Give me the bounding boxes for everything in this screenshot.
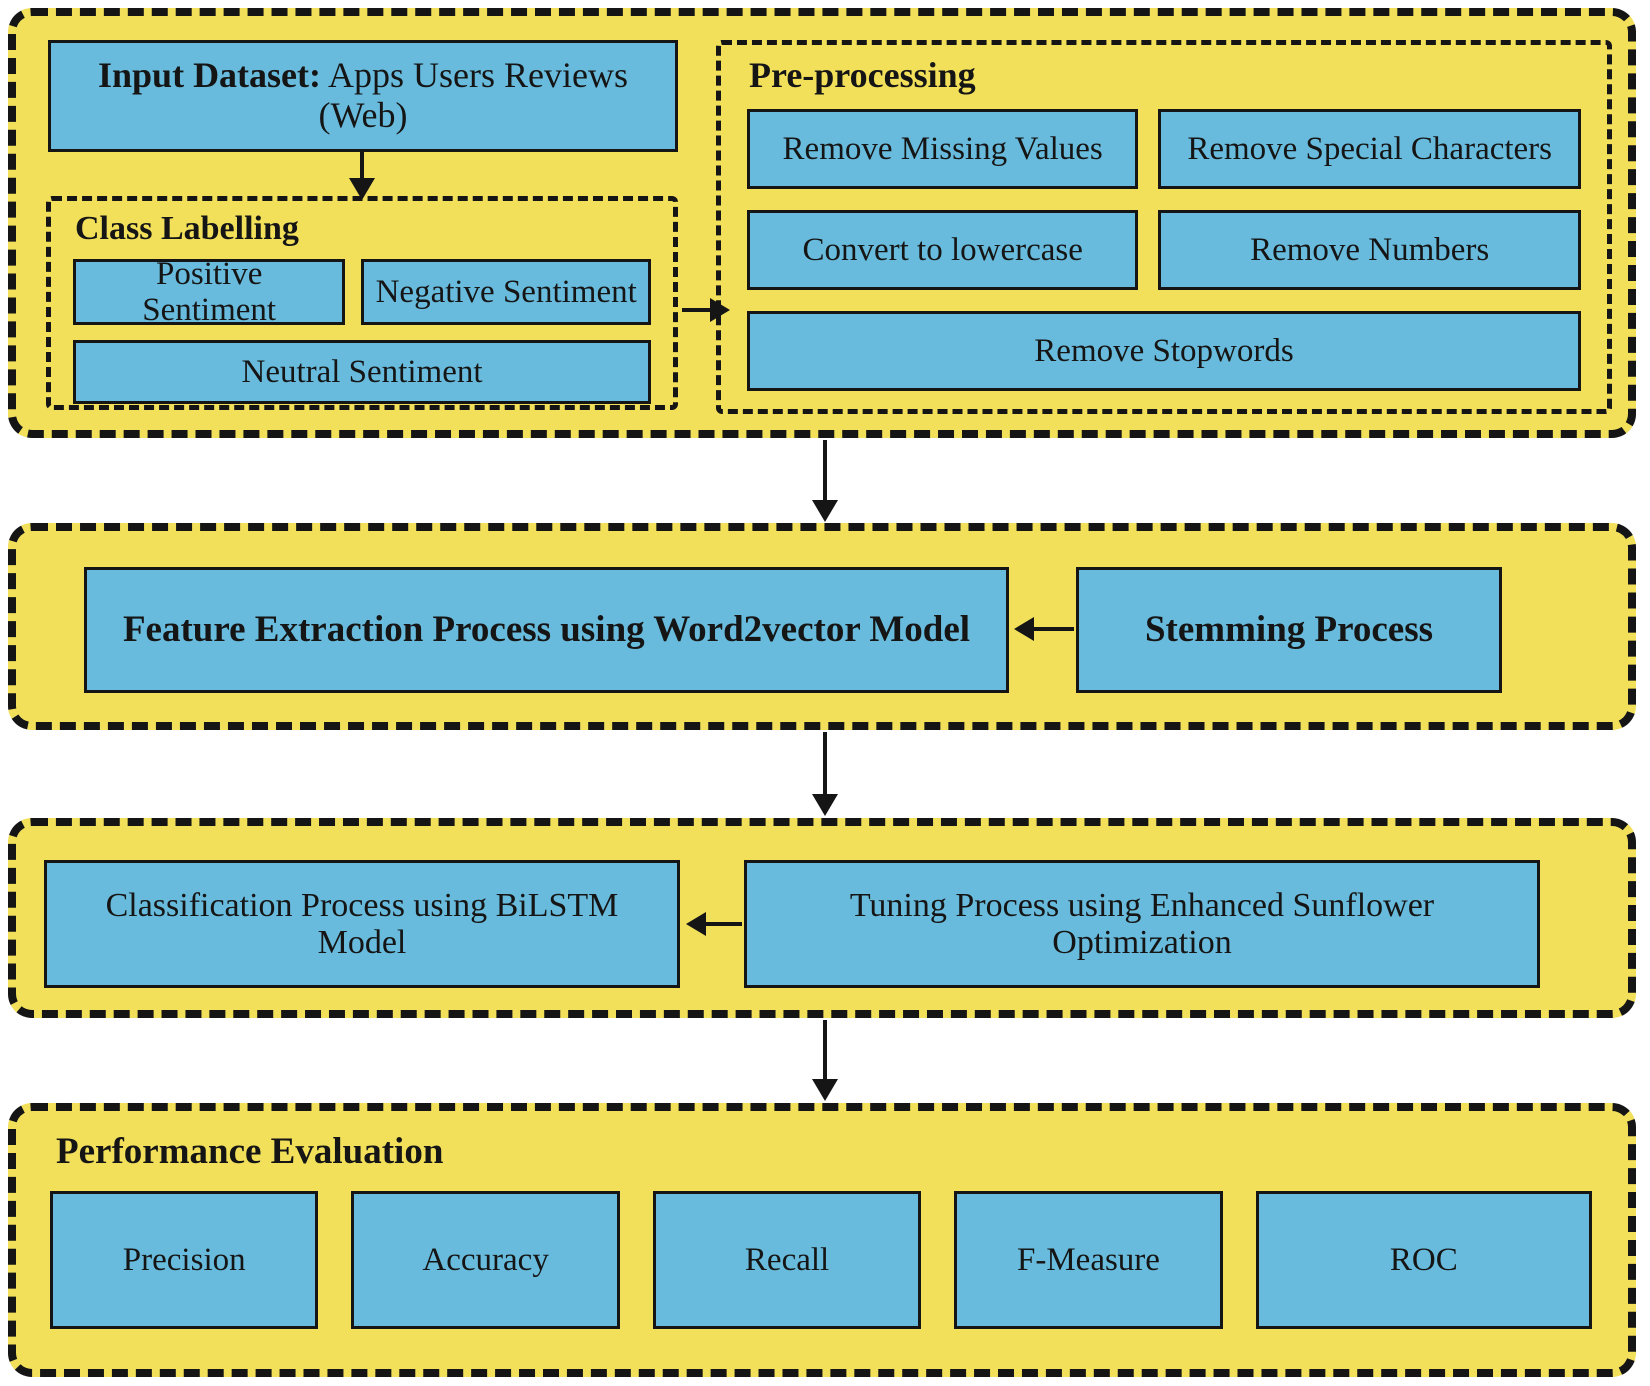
down-arrow-stage1-to-stage2 <box>823 440 827 502</box>
remove-stopwords-box: Remove Stopwords <box>747 311 1581 391</box>
stage-classification: Classification Process using BiLSTM Mode… <box>8 818 1636 1018</box>
class-labelling-title: Class Labelling <box>75 210 299 247</box>
down-arrow-stage2-to-stage3 <box>823 732 827 796</box>
down-arrow-stage3-to-stage4 <box>823 1020 827 1081</box>
feature-extraction-box: Feature Extraction Process using Word2ve… <box>84 567 1009 693</box>
performance-evaluation-title: Performance Evaluation <box>56 1131 444 1172</box>
stemming-process-box: Stemming Process <box>1076 567 1502 693</box>
accuracy-box: Accuracy <box>351 1191 620 1329</box>
negative-sentiment-box: Negative Sentiment <box>361 259 651 325</box>
recall-box: Recall <box>652 1191 922 1329</box>
preprocessing-panel: Pre-processing Remove Missing Values Rem… <box>716 40 1612 414</box>
right-arrow-labelling-to-preprocessing <box>682 308 710 312</box>
remove-special-characters-box: Remove Special Characters <box>1158 109 1581 189</box>
preprocessing-grid: Remove Missing Values Remove Special Cha… <box>747 109 1581 391</box>
stage-performance-evaluation: Performance Evaluation Precision Accurac… <box>8 1103 1636 1377</box>
positive-sentiment-box: Positive Sentiment <box>73 256 346 328</box>
stage-data-preparation: Input Dataset: Apps Users Reviews (Web) … <box>8 8 1636 438</box>
left-arrow-tuning-to-classification <box>706 922 742 926</box>
input-dataset-label-rest: Apps Users Reviews (Web) <box>318 55 628 135</box>
precision-box: Precision <box>50 1191 319 1329</box>
class-labelling-row-1: Positive Sentiment Negative Sentiment <box>73 256 651 328</box>
metrics-row: Precision Accuracy Recall F-Measure ROC <box>50 1191 1592 1329</box>
stage-feature-extraction: Feature Extraction Process using Word2ve… <box>8 523 1636 730</box>
tuning-process-box: Tuning Process using Enhanced Sunflower … <box>744 860 1540 988</box>
preprocessing-title: Pre-processing <box>749 55 976 95</box>
neutral-sentiment-box: Neutral Sentiment <box>73 340 651 404</box>
f-measure-box: F-Measure <box>954 1191 1223 1329</box>
remove-missing-values-box: Remove Missing Values <box>747 109 1139 189</box>
roc-box: ROC <box>1255 1191 1592 1329</box>
input-dataset-label-bold: Input Dataset: <box>98 55 322 96</box>
convert-to-lowercase-box: Convert to lowercase <box>747 210 1139 290</box>
left-arrow-stemming-to-feature <box>1034 627 1074 631</box>
input-dataset-label: Input Dataset: Apps Users Reviews (Web) <box>61 56 665 135</box>
down-arrow-input-to-labelling <box>360 152 364 180</box>
input-dataset-box: Input Dataset: Apps Users Reviews (Web) <box>48 40 678 152</box>
remove-numbers-box: Remove Numbers <box>1158 210 1581 290</box>
class-labelling-rows: Positive Sentiment Negative Sentiment Ne… <box>73 256 651 404</box>
classification-process-box: Classification Process using BiLSTM Mode… <box>44 860 680 988</box>
class-labelling-panel: Class Labelling Positive Sentiment Negat… <box>46 196 678 410</box>
